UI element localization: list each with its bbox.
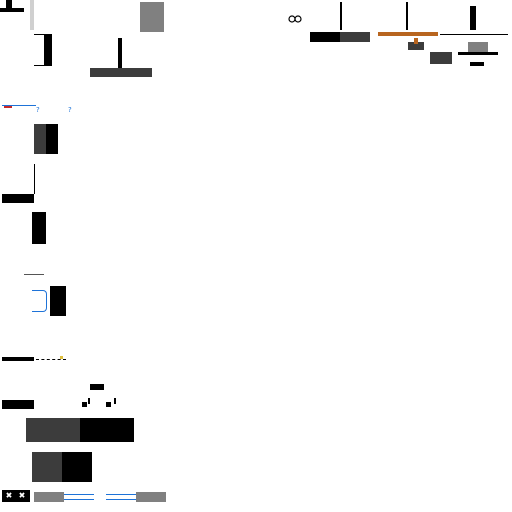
- dashed-row: [2, 356, 68, 362]
- thin-divider: [24, 274, 44, 275]
- widget-t-3[interactable]: [440, 2, 508, 36]
- right: [46, 124, 58, 154]
- check-box: [106, 402, 111, 407]
- base-accent: [378, 32, 438, 36]
- block: [50, 286, 66, 316]
- tall-black-block[interactable]: [32, 212, 46, 244]
- long-bar: [2, 400, 34, 409]
- right: [62, 452, 92, 482]
- dashed-part: [36, 359, 66, 360]
- bottom-gray-1: [34, 492, 64, 502]
- right: [80, 418, 134, 442]
- blue-bracket-group[interactable]: [32, 286, 68, 316]
- check-box: [82, 402, 87, 407]
- base-left: [310, 32, 340, 42]
- line-b: [106, 499, 136, 500]
- small-block-1: [408, 42, 424, 50]
- question-icon[interactable]: ?: [68, 106, 72, 114]
- checkbox-b[interactable]: [106, 398, 120, 410]
- logo-bar-top: [6, 0, 12, 8]
- t-widget-center[interactable]: [90, 38, 152, 78]
- line-a: [64, 494, 94, 495]
- left: [32, 452, 62, 482]
- dot-accent: [60, 356, 63, 359]
- bottom-blue-lines-2: [106, 492, 136, 502]
- base-line: [440, 34, 508, 35]
- blue-bracket: [32, 290, 47, 312]
- close-icon[interactable]: ✖: [5, 491, 13, 500]
- l-shape: [2, 164, 36, 204]
- medium-split-block[interactable]: [32, 452, 92, 482]
- window-box: [468, 42, 488, 52]
- solid-part: [2, 357, 34, 361]
- divider-vertical: [30, 0, 34, 30]
- bracket-fill: [44, 34, 52, 66]
- line-a: [106, 494, 136, 495]
- small-pill[interactable]: [90, 384, 104, 390]
- link-chain-icon: [0, 7, 10, 13]
- checkbox-a[interactable]: [82, 398, 94, 410]
- colored-line-row: [2, 104, 36, 108]
- red-mark: [4, 106, 12, 108]
- close-icon[interactable]: ✖: [18, 491, 26, 500]
- logo-bar-base: [0, 8, 24, 12]
- left: [26, 418, 80, 442]
- top-left-logo: [0, 0, 30, 30]
- bar: [470, 6, 476, 30]
- bottom-gray-2: [136, 492, 166, 502]
- bracket-top: [34, 34, 44, 35]
- bottom-blue-lines-1: [64, 492, 94, 502]
- small-accent: [414, 38, 418, 44]
- link-chain-icon-right[interactable]: [288, 8, 302, 23]
- blue-line: [2, 105, 36, 106]
- check-stem: [88, 398, 90, 404]
- stem: [118, 38, 122, 68]
- bracket-bottom: [34, 65, 44, 66]
- large-split-bar[interactable]: [26, 418, 134, 442]
- foot: [470, 62, 484, 66]
- bracket-left: [34, 34, 52, 66]
- base: [90, 68, 152, 77]
- paired-block-1[interactable]: [34, 124, 58, 154]
- close-icon-pair[interactable]: ✖ ✖: [2, 490, 30, 502]
- gray-swatch[interactable]: [140, 2, 164, 32]
- question-icon[interactable]: ?: [36, 106, 40, 114]
- hbar: [2, 194, 34, 203]
- small-block-2: [430, 52, 452, 64]
- base-right: [340, 32, 370, 42]
- check-stem: [114, 398, 116, 404]
- right-cluster[interactable]: [408, 38, 504, 68]
- left: [34, 124, 46, 154]
- line-b: [64, 499, 94, 500]
- widget-t-1[interactable]: [310, 2, 370, 42]
- cross-bar: [458, 52, 498, 55]
- vline: [34, 164, 35, 194]
- stem: [340, 2, 342, 30]
- widget-t-2[interactable]: [378, 2, 438, 36]
- stem: [406, 2, 408, 30]
